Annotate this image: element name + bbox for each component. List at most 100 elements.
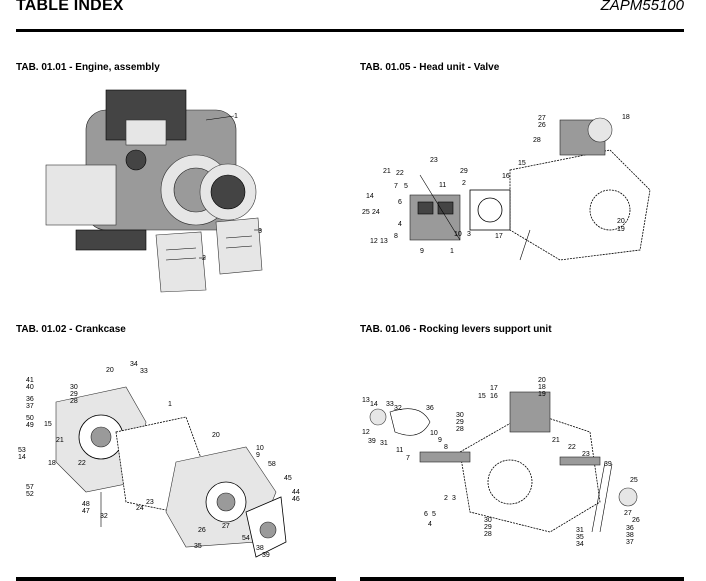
- callout-label: 27: [222, 523, 230, 530]
- crankcase-diagram: 34 33 41 40 20 30 29 28 36 37 50 49 1 15…: [18, 361, 300, 559]
- callout-label: 12: [362, 429, 370, 436]
- callout-label: 20: [617, 218, 625, 225]
- callout-label: 22: [568, 444, 576, 451]
- callout-label: 44: [292, 489, 300, 496]
- callout-label: 18: [622, 114, 630, 121]
- callout-label: 38: [626, 532, 634, 539]
- callout-label: 32: [100, 513, 108, 520]
- panel-crankcase[interactable]: TAB. 01.02 - Crankcase 34 33 41 40 20 30…: [16, 324, 336, 559]
- callout-label: 25: [630, 477, 638, 484]
- callout-label: 28: [484, 531, 492, 538]
- timing-chain-right: [591, 461, 638, 533]
- callout-label: 34: [576, 541, 584, 548]
- callout-label: 31: [380, 440, 388, 447]
- header-rule: [16, 29, 684, 32]
- callout-label: 15: [518, 160, 526, 167]
- callout-label: 50: [26, 415, 34, 422]
- callout-label: 18: [538, 384, 546, 391]
- footer-rule-left: [16, 577, 336, 581]
- callout-label: 15: [44, 421, 52, 428]
- callout-label: 25: [362, 209, 370, 216]
- callout-label: 20: [212, 432, 220, 439]
- callout-label: 23: [430, 157, 438, 164]
- callout-label: 53: [18, 447, 26, 454]
- callout-labels: 27 26 18 28 23 21 22 29 15 16 7 5 11 2 1…: [362, 114, 630, 255]
- callout-label: 9: [438, 437, 442, 444]
- callout-label: 38: [256, 545, 264, 552]
- callout-label: 45: [284, 475, 292, 482]
- callout-label: 32: [394, 405, 402, 412]
- camshaft: [419, 451, 601, 466]
- gasket: [469, 189, 511, 231]
- callout-label: 37: [26, 403, 34, 410]
- engine-block-outline: [459, 391, 601, 533]
- callout-label: 7: [394, 183, 398, 190]
- callout-label: 35: [576, 534, 584, 541]
- callout-label: 14: [18, 454, 26, 461]
- callout-label: 34: [130, 361, 138, 368]
- callout-label: 15: [478, 393, 486, 400]
- callout-label: 7: [406, 455, 410, 462]
- timing-chain-left: [369, 408, 431, 436]
- callout-label: 27: [624, 510, 632, 517]
- callout-label: 31: [576, 527, 584, 534]
- callout-label: 23: [582, 451, 590, 458]
- callout-label: 26: [198, 527, 206, 534]
- cover-plate: [245, 496, 287, 558]
- engine-assembly-diagram: 1 2 3: [45, 89, 263, 293]
- callout-label: 36: [626, 525, 634, 532]
- callout-label: 22: [396, 170, 404, 177]
- callout-label: 8: [444, 444, 448, 451]
- callout-label: 39: [368, 438, 376, 445]
- callout-label: 4: [428, 521, 432, 528]
- callout-label: 14: [366, 193, 374, 200]
- callout-label: 1: [234, 113, 238, 120]
- callout-label: 16: [490, 393, 498, 400]
- callout-label: 13: [362, 397, 370, 404]
- callout-label: 57: [26, 484, 34, 491]
- callout-label: 36: [26, 396, 34, 403]
- callout-label: 30: [70, 384, 78, 391]
- callout-label: 22: [78, 460, 86, 467]
- callout-label: 6: [424, 511, 428, 518]
- callout-label: 21: [383, 168, 391, 175]
- panel-engine-assembly[interactable]: TAB. 01.01 - Engine, assembly: [16, 62, 336, 293]
- callout-label: 10: [256, 445, 264, 452]
- callout-label: 21: [56, 437, 64, 444]
- panel-head-unit-valve[interactable]: TAB. 01.05 - Head unit - Valve 27 26 18 …: [360, 62, 690, 292]
- engine-block-outline: [509, 117, 651, 261]
- callout-label: 28: [533, 137, 541, 144]
- gasket-kit-3: [215, 217, 263, 275]
- callout-label: 33: [140, 368, 148, 375]
- panel-rocking-levers-support-unit[interactable]: TAB. 01.06 - Rocking levers support unit…: [360, 324, 690, 554]
- callout-label: 41: [26, 377, 34, 384]
- callout-label: 11: [396, 447, 403, 454]
- callout-label: 19: [538, 391, 546, 398]
- callout-label: 17: [490, 385, 498, 392]
- callout-label: 1: [450, 248, 454, 255]
- callout-label: 19: [617, 226, 625, 233]
- callout-label: 46: [292, 496, 300, 503]
- callout-label: 6: [398, 199, 402, 206]
- callout-label: 48: [82, 501, 90, 508]
- callout-label: 29: [460, 168, 468, 175]
- callout-label: 26: [632, 517, 640, 524]
- callout-label: 18: [48, 460, 56, 467]
- callout-label: 39: [604, 461, 612, 468]
- callout-label: 2: [462, 180, 466, 187]
- callout-label: 29: [484, 524, 492, 531]
- callout-label: 1: [168, 401, 172, 408]
- callout-label: 58: [268, 461, 276, 468]
- callout-label: 40: [26, 384, 34, 391]
- callout-label: 10: [430, 430, 438, 437]
- panel-title: TAB. 01.06 - Rocking levers support unit: [360, 324, 552, 335]
- callout-label: 10: [454, 231, 462, 238]
- callout-label: 21: [552, 437, 560, 444]
- callout-label: 3: [258, 228, 262, 235]
- callout-label: 54: [242, 535, 250, 542]
- callout-label: 20: [538, 377, 546, 384]
- callout-label: 39: [262, 552, 270, 559]
- callout-label: 4: [398, 221, 402, 228]
- callout-labels: 34 33 41 40 20 30 29 28 36 37 50 49 1 15…: [18, 361, 300, 559]
- callout-label: 2: [444, 495, 448, 502]
